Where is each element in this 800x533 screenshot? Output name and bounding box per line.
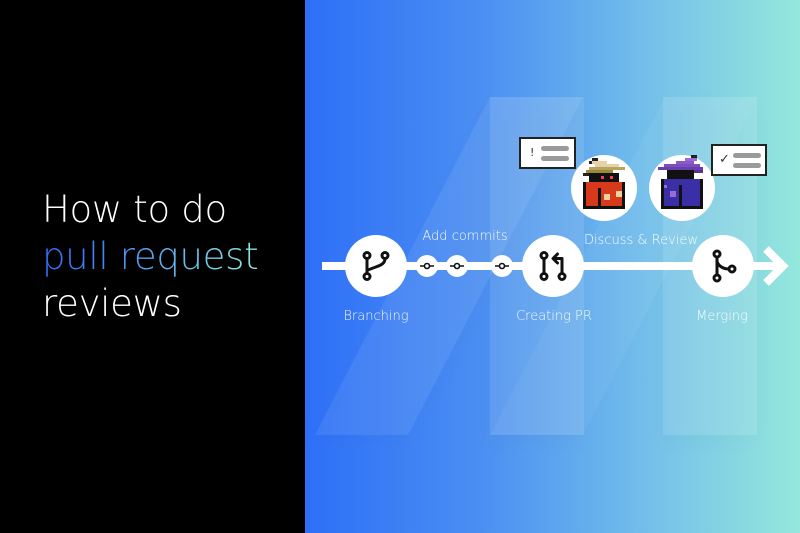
exclamation-icon: ! bbox=[530, 146, 535, 159]
reviewer-avatar-1 bbox=[571, 155, 637, 221]
git-commit-icon bbox=[450, 262, 464, 270]
merging-step-node bbox=[692, 235, 754, 297]
git-commit-icon bbox=[420, 262, 434, 270]
git-commit-icon bbox=[495, 262, 509, 270]
headline: How to do pull request reviews bbox=[42, 186, 259, 327]
step-label-merging: Merging bbox=[696, 309, 748, 324]
commit-node bbox=[416, 255, 438, 277]
text-line bbox=[733, 163, 761, 168]
headline-line-1: How to do bbox=[42, 188, 227, 231]
git-merge-icon bbox=[712, 249, 737, 283]
comment-bubble-issue: ! bbox=[519, 137, 576, 169]
git-branch-icon bbox=[362, 251, 390, 281]
left-panel: How to do pull request reviews bbox=[0, 0, 305, 533]
step-label-branching: Branching bbox=[343, 309, 409, 324]
git-pull-request-icon bbox=[539, 251, 567, 281]
text-line bbox=[541, 146, 569, 151]
headline-line-2-highlight: pull request bbox=[42, 235, 259, 278]
commit-node bbox=[491, 255, 513, 277]
pixel-wizard-icon bbox=[658, 155, 703, 209]
branching-step-node bbox=[345, 235, 407, 297]
commit-node bbox=[446, 255, 468, 277]
text-line bbox=[733, 153, 761, 158]
pixel-wizard-icon bbox=[583, 158, 625, 209]
text-line bbox=[541, 156, 569, 161]
step-label-discuss-review: Discuss & Review bbox=[583, 233, 699, 248]
checkmark-icon: ✓ bbox=[719, 152, 730, 167]
creating-pr-step-node bbox=[522, 235, 584, 297]
comment-bubble-approve: ✓ bbox=[711, 144, 767, 176]
step-label-add-commits: Add commits bbox=[422, 229, 508, 244]
step-label-creating-pr: Creating PR bbox=[516, 309, 592, 324]
reviewer-avatar-2 bbox=[649, 155, 715, 221]
illustration-panel: Branching Add commits bbox=[305, 0, 800, 533]
workflow-timeline: Branching Add commits bbox=[305, 0, 800, 533]
headline-line-3: reviews bbox=[42, 282, 182, 325]
